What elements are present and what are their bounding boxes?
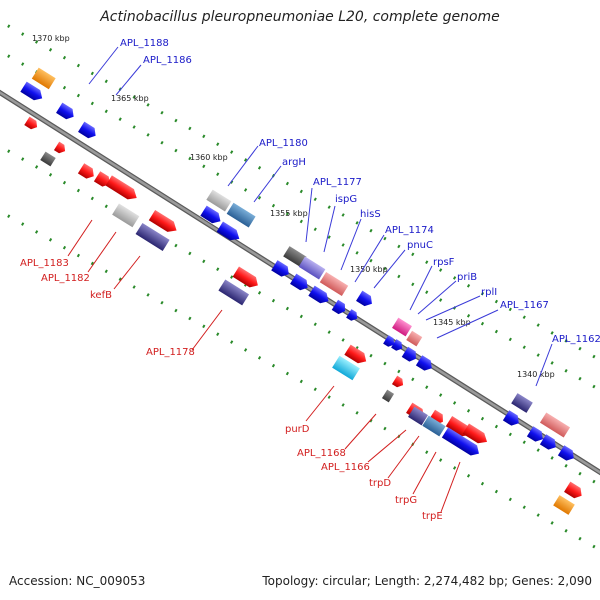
tick-row-outer: [0, 49, 600, 392]
gene-label-prib[interactable]: priB: [457, 272, 477, 283]
gene-label-rpsf[interactable]: rpsF: [433, 257, 455, 268]
gene-label-apl-1168[interactable]: APL_1168: [297, 448, 346, 459]
genome-info-text: Topology: circular; Length: 2,274,482 bp…: [262, 574, 592, 588]
gene-label-ispg[interactable]: ispG: [335, 194, 357, 205]
map-title: Actinobacillus pleuropneumoniae L20, com…: [100, 9, 500, 25]
gene-orange-1[interactable]: [31, 67, 56, 90]
gene-label-apl-1162[interactable]: APL_1162: [552, 334, 600, 345]
reverse-label-leaders: [88, 46, 553, 387]
gene-blue-14[interactable]: [401, 346, 419, 364]
gene-navy-2[interactable]: [135, 222, 170, 251]
gene-label-apl-1188[interactable]: APL_1188: [120, 38, 169, 49]
gene-label-pnuc[interactable]: pnuC: [407, 240, 433, 251]
gene-label-argh[interactable]: argH: [282, 157, 306, 168]
gene-blue-10[interactable]: [346, 309, 360, 323]
gene-label-apl-1174[interactable]: APL_1174: [385, 225, 434, 236]
gene-steel-1[interactable]: [226, 202, 256, 228]
gene-label-apl-1183[interactable]: APL_1183: [20, 258, 69, 269]
gene-blue-3[interactable]: [78, 121, 99, 141]
gene-blue-8[interactable]: [308, 285, 331, 307]
ruler-label-1370: 1370 kbp: [32, 34, 70, 43]
gene-orange-2[interactable]: [553, 495, 575, 515]
gene-blue-15[interactable]: [415, 355, 435, 373]
genome-map: 1370 kbp 1365 kbp 1360 kbp 1355 kbp 1350…: [0, 19, 600, 552]
gene-label-apl-1178[interactable]: APL_1178: [146, 347, 195, 358]
gene-blue-1[interactable]: [20, 81, 45, 104]
gene-label-trpd[interactable]: trpD: [369, 478, 391, 489]
gene-red-5[interactable]: [105, 175, 140, 203]
gene-red-7[interactable]: [232, 266, 261, 291]
gene-blue-16[interactable]: [502, 410, 522, 428]
gene-red-14[interactable]: [564, 481, 585, 501]
gene-blue-9[interactable]: [331, 299, 349, 317]
gene-label-trpe[interactable]: trpE: [422, 511, 443, 522]
gene-blue-2[interactable]: [56, 102, 77, 122]
ruler-label-1350: 1350 kbp: [350, 265, 388, 274]
forward-strand-genes[interactable]: [24, 116, 585, 515]
forward-gene-labels: APL_1183 APL_1182 kefB APL_1178 purD APL…: [20, 258, 443, 522]
gene-label-apl-1182[interactable]: APL_1182: [41, 273, 90, 284]
gene-label-rpli[interactable]: rplI: [481, 287, 497, 298]
gene-blue-13[interactable]: [391, 339, 405, 353]
gene-red-13[interactable]: [462, 423, 491, 447]
reverse-strand-genes[interactable]: [20, 67, 577, 464]
ruler-ticks: [0, 19, 600, 552]
gene-blue-5[interactable]: [216, 221, 243, 244]
ruler-labels: 1370 kbp 1365 kbp 1360 kbp 1355 kbp 1350…: [32, 34, 555, 379]
gene-label-apl-1166[interactable]: APL_1166: [321, 462, 370, 473]
reverse-gene-labels: APL_1188 APL_1186 APL_1180 argH APL_1177…: [120, 38, 600, 345]
gene-blue-11[interactable]: [356, 290, 375, 309]
gene-blue-4[interactable]: [200, 205, 223, 227]
gene-red-8[interactable]: [344, 344, 369, 367]
gene-pink-2[interactable]: [406, 330, 423, 347]
tick-row-outer-far: [0, 19, 600, 362]
forward-label-leaders: [67, 219, 461, 513]
gene-navy-3[interactable]: [218, 279, 250, 306]
tick-row-inner: [0, 144, 600, 487]
gene-cyan-1[interactable]: [332, 355, 360, 381]
gene-label-purd[interactable]: purD: [285, 424, 310, 435]
gene-label-hiss[interactable]: hisS: [360, 209, 381, 220]
gene-label-apl-1167[interactable]: APL_1167: [500, 300, 549, 311]
gene-grey-2[interactable]: [112, 203, 140, 228]
accession-text: Accession: NC_009053: [9, 574, 146, 588]
gene-dark-3[interactable]: [381, 389, 395, 403]
gene-red-1[interactable]: [24, 116, 39, 132]
ruler-label-1360: 1360 kbp: [190, 153, 228, 162]
gene-blue-19[interactable]: [557, 445, 577, 463]
gene-steel-2[interactable]: [422, 415, 446, 437]
gene-red-3[interactable]: [77, 163, 97, 181]
gene-pink-3[interactable]: [539, 412, 571, 438]
gene-blue-20[interactable]: [441, 427, 482, 458]
gene-label-apl-1186[interactable]: APL_1186: [143, 55, 192, 66]
gene-red-6[interactable]: [148, 210, 180, 236]
gene-red-4[interactable]: [93, 171, 113, 189]
gene-magenta-1[interactable]: [392, 317, 412, 337]
tick-row-inner-far: [0, 209, 600, 552]
gene-blue-6[interactable]: [271, 260, 292, 279]
gene-pink-1[interactable]: [319, 272, 349, 296]
gene-grey-1[interactable]: [206, 189, 232, 212]
gene-dark-1[interactable]: [283, 246, 307, 267]
gene-label-apl-1180[interactable]: APL_1180: [259, 138, 308, 149]
gene-navy-4[interactable]: [408, 406, 428, 426]
gene-dark-2[interactable]: [40, 151, 56, 167]
gene-blue-7[interactable]: [290, 273, 311, 293]
gene-red-9[interactable]: [391, 375, 406, 390]
gene-navy-1[interactable]: [511, 393, 533, 413]
gene-lavender-1[interactable]: [298, 256, 326, 280]
gene-label-kefb[interactable]: kefB: [90, 290, 112, 301]
ruler-label-1345: 1345 kbp: [433, 318, 471, 327]
ruler-label-1365: 1365 kbp: [111, 94, 149, 103]
gene-red-2[interactable]: [53, 141, 68, 156]
gene-blue-18[interactable]: [539, 434, 559, 452]
gene-blue-12[interactable]: [383, 335, 397, 349]
gene-label-apl-1177[interactable]: APL_1177: [313, 177, 362, 188]
gene-label-trpg[interactable]: trpG: [395, 495, 417, 506]
ruler-label-1340: 1340 kbp: [517, 370, 555, 379]
gene-blue-17[interactable]: [526, 426, 546, 444]
ruler-label-1355: 1355 kbp: [270, 209, 308, 218]
